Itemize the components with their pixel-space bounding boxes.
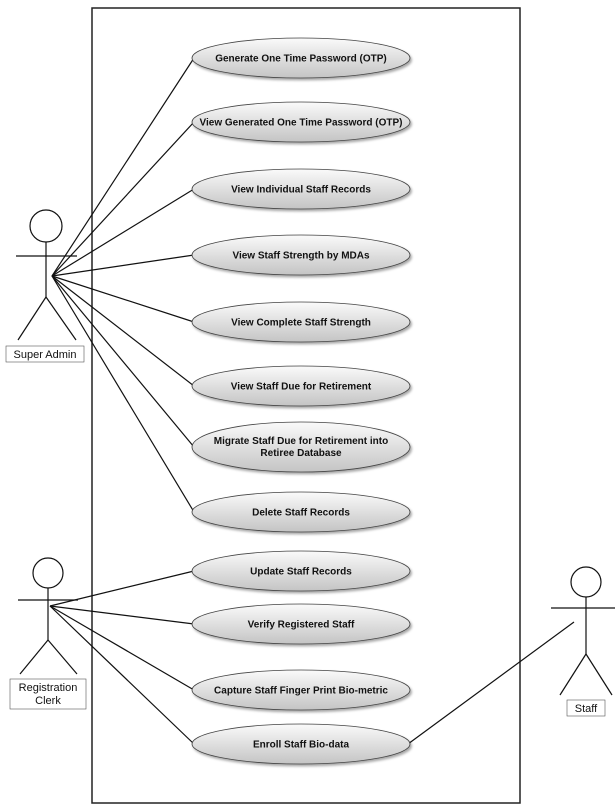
- actor-registration-clerk[interactable]: Registration Clerk: [9, 557, 87, 710]
- association-line-super-admin: [51, 188, 195, 277]
- association-line-registration-clerk: [49, 605, 195, 745]
- use-case-view-staff-due-for-retirement[interactable]: View Staff Due for Retirement: [191, 365, 411, 407]
- use-case-label: View Complete Staff Strength: [231, 318, 371, 329]
- stick-figure-icon: [551, 566, 615, 696]
- use-cases: Generate One Time Password (OTP) View Ge…: [191, 37, 411, 765]
- use-case-label: Generate One Time Password (OTP): [215, 54, 387, 65]
- association-line-super-admin: [51, 275, 195, 513]
- actor-label-box: [5, 345, 85, 363]
- use-case-migrate-staff-due-for-retirement[interactable]: Migrate Staff Due for Retirement into Re…: [191, 421, 411, 473]
- actor-label: Registration: [19, 682, 78, 694]
- use-case-label: Delete Staff Records: [252, 508, 350, 519]
- association-line-super-admin: [51, 254, 195, 277]
- association-line-super-admin: [51, 57, 195, 277]
- association-line-super-admin: [51, 275, 195, 387]
- use-case-label: Update Staff Records: [250, 567, 352, 578]
- use-case-generate-otp[interactable]: Generate One Time Password (OTP): [191, 37, 411, 79]
- association-line-staff: [407, 621, 575, 745]
- use-case-label: Retiree Database: [260, 448, 342, 459]
- use-case-label: Verify Registered Staff: [248, 620, 355, 631]
- association-line-super-admin: [51, 275, 195, 323]
- use-case-update-staff-records[interactable]: Update Staff Records: [191, 550, 411, 592]
- use-case-capture-finger-print[interactable]: Capture Staff Finger Print Bio-metric: [191, 669, 411, 711]
- use-case-label: View Staff Strength by MDAs: [232, 251, 369, 262]
- actor-label-box: [9, 678, 87, 710]
- use-case-view-complete-staff-strength[interactable]: View Complete Staff Strength: [191, 301, 411, 343]
- actor-label: Clerk: [35, 695, 61, 707]
- actor-super-admin[interactable]: Super Admin: [5, 209, 85, 363]
- association-line-registration-clerk: [49, 605, 195, 625]
- actor-staff[interactable]: Staff: [551, 566, 615, 717]
- use-case-label: View Individual Staff Records: [231, 185, 371, 196]
- use-case-label: Enroll Staff Bio-data: [253, 740, 350, 751]
- association-line-super-admin: [51, 275, 195, 448]
- stick-figure-icon: [18, 557, 78, 675]
- use-case-view-individual-staff-records[interactable]: View Individual Staff Records: [191, 168, 411, 210]
- actor-label-box: [566, 699, 606, 717]
- actor-label: Staff: [575, 703, 598, 715]
- use-case-delete-staff-records[interactable]: Delete Staff Records: [191, 491, 411, 533]
- use-case-label: View Generated One Time Password (OTP): [199, 118, 402, 129]
- stick-figure-icon: [16, 209, 77, 341]
- use-case-view-generated-otp[interactable]: View Generated One Time Password (OTP): [191, 101, 411, 143]
- use-case-label: Capture Staff Finger Print Bio-metric: [214, 686, 388, 697]
- use-case-enroll-staff-bio-data[interactable]: Enroll Staff Bio-data: [191, 723, 411, 765]
- use-case-verify-registered-staff[interactable]: Verify Registered Staff: [191, 603, 411, 645]
- actor-label: Super Admin: [14, 349, 77, 361]
- use-case-view-staff-strength-by-mdas[interactable]: View Staff Strength by MDAs: [191, 234, 411, 276]
- association-line-registration-clerk: [49, 605, 195, 691]
- use-case-label: View Staff Due for Retirement: [231, 382, 372, 393]
- association-line-super-admin: [51, 121, 195, 277]
- use-case-label: Migrate Staff Due for Retirement into: [214, 436, 388, 447]
